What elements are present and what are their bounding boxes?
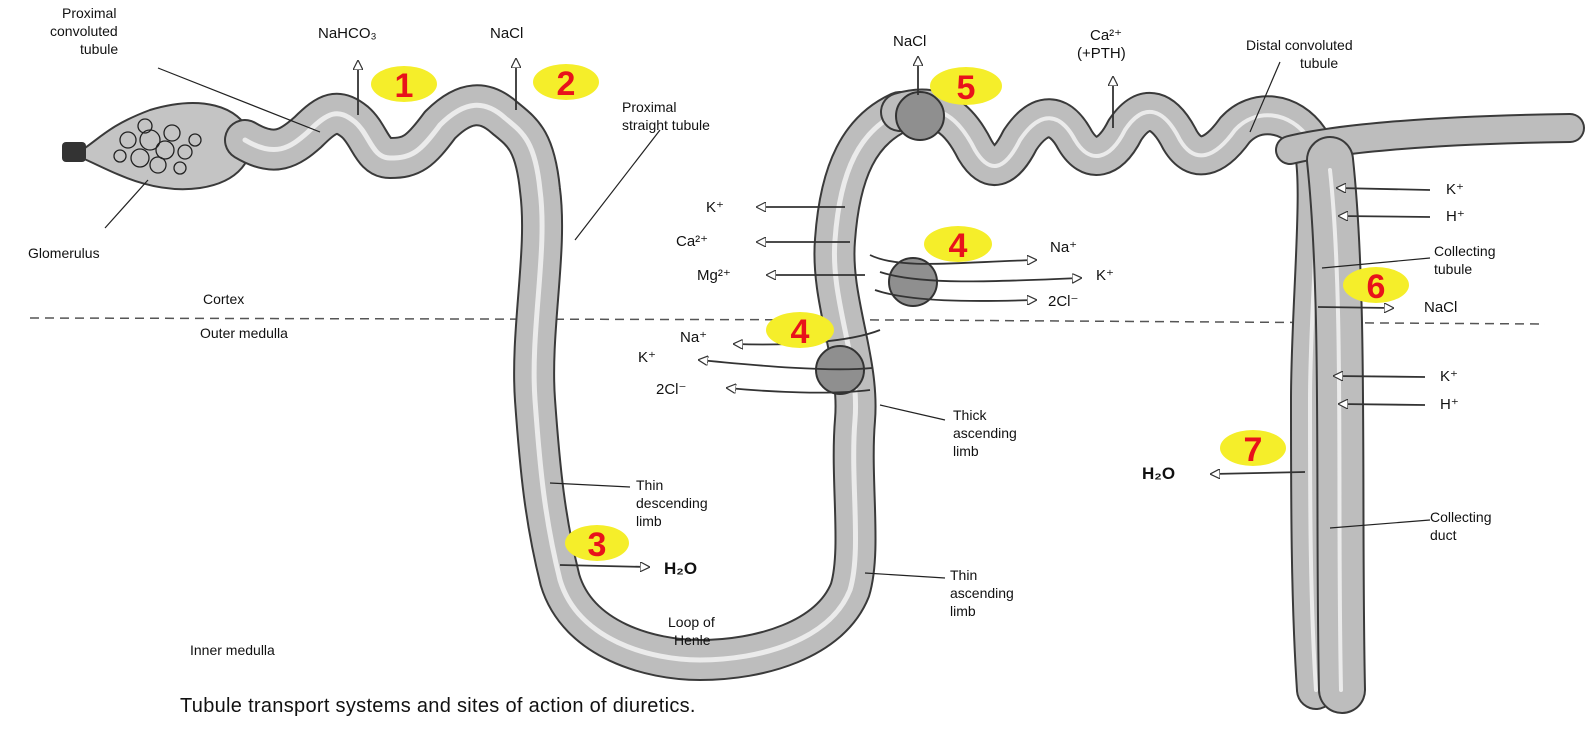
arrow-h2o-7 <box>1212 472 1306 474</box>
arrow-cl-upper <box>874 289 1035 301</box>
site-badge-5: 5 <box>930 67 1002 107</box>
ion-na-lower: Na⁺ <box>680 329 707 346</box>
label-collecting-duct-1: Collecting <box>1430 509 1491 525</box>
svg-text:4: 4 <box>949 227 968 265</box>
site-badge-6: 6 <box>1343 267 1409 306</box>
label-loop-of-henle-1: Loop of <box>668 614 715 630</box>
transport-arrows <box>358 58 1431 567</box>
ion-k-ct2: K⁺ <box>1440 368 1458 385</box>
label-cortex: Cortex <box>203 291 244 307</box>
arrow-nacl-6 <box>1317 307 1392 308</box>
ion-labels: NaHCO₃ NaCl NaCl Ca²⁺ (+PTH) K⁺ Ca²⁺ Mg²… <box>318 25 1465 578</box>
ion-k-lower: K⁺ <box>638 349 656 366</box>
svg-text:5: 5 <box>957 69 976 107</box>
arrow-cl-lower <box>728 388 871 393</box>
label-thick-ascending-3: limb <box>953 443 979 459</box>
afferent-arteriole <box>62 142 86 162</box>
site-badge-3: 3 <box>565 525 629 564</box>
ion-nacl-2: NaCl <box>490 25 523 42</box>
ion-pth: (+PTH) <box>1077 45 1126 62</box>
ion-k-ct1: K⁺ <box>1446 181 1464 198</box>
site-badge-4-upper: 4 <box>924 226 992 265</box>
transporter-thick-ascending-upper <box>888 257 938 307</box>
label-thick-ascending-1: Thick <box>953 407 987 423</box>
leader-lines <box>104 61 1431 579</box>
label-proximal-convoluted-3: tubule <box>80 41 118 57</box>
label-proximal-convoluted-1: Proximal <box>62 5 116 21</box>
cortex-medulla-boundary-right <box>899 319 1546 325</box>
label-thick-ascending-2: ascending <box>953 425 1017 441</box>
ion-h2o-7: H₂O <box>1142 464 1175 483</box>
tubule-system <box>62 84 1585 714</box>
svg-text:7: 7 <box>1244 431 1263 469</box>
label-glomerulus: Glomerulus <box>28 245 100 261</box>
label-loop-of-henle-2: Henle <box>674 632 711 648</box>
ion-h-ct1: H⁺ <box>1446 208 1465 225</box>
label-thin-ascending-3: limb <box>950 603 976 619</box>
svg-text:2: 2 <box>557 65 576 103</box>
site-badge-4-lower: 4 <box>766 312 834 351</box>
label-thin-descending-1: Thin <box>636 477 663 493</box>
ion-cl-lower: 2Cl⁻ <box>656 381 686 398</box>
ion-ca-left: Ca²⁺ <box>676 233 708 250</box>
ion-nacl-5: NaCl <box>893 33 926 50</box>
label-collecting-tubule-2: tubule <box>1434 261 1472 277</box>
site-badge-7: 7 <box>1220 430 1286 469</box>
svg-text:6: 6 <box>1367 268 1386 306</box>
label-distal-convoluted-2: tubule <box>1300 55 1338 71</box>
arrow-na-upper <box>869 254 1035 264</box>
ion-cl-upper: 2Cl⁻ <box>1048 293 1078 310</box>
figure-caption: Tubule transport systems and sites of ac… <box>180 695 696 717</box>
ion-nacl-6: NaCl <box>1424 299 1457 316</box>
transporter-distal <box>895 91 945 141</box>
ion-h2o-3: H₂O <box>664 559 697 578</box>
label-thin-ascending-2: ascending <box>950 585 1014 601</box>
site-badges: 1 2 3 4 4 5 6 7 <box>371 64 1409 564</box>
ion-mg-left: Mg²⁺ <box>697 267 731 284</box>
svg-text:3: 3 <box>588 526 607 564</box>
arrow-k-in-1 <box>1338 188 1431 190</box>
arrow-h2o-3 <box>559 565 648 567</box>
ion-h-ct2: H⁺ <box>1440 396 1459 413</box>
label-outer-medulla: Outer medulla <box>200 325 288 341</box>
svg-text:1: 1 <box>395 67 414 105</box>
label-collecting-duct-2: duct <box>1430 527 1457 543</box>
label-thin-descending-3: limb <box>636 513 662 529</box>
site-badge-1: 1 <box>371 66 437 105</box>
structure-labels: Proximal convoluted tubule Glomerulus Pr… <box>28 5 1495 658</box>
label-proximal-convoluted-2: convoluted <box>50 23 118 39</box>
label-distal-convoluted-1: Distal convoluted <box>1246 37 1353 53</box>
arrow-k-lower <box>700 360 873 371</box>
ion-nahco3: NaHCO₃ <box>318 25 377 42</box>
label-proximal-straight-2: straight tubule <box>622 117 710 133</box>
glomerulus-capillary-tuft <box>113 118 202 175</box>
label-inner-medulla: Inner medulla <box>190 642 275 658</box>
ion-na-upper: Na⁺ <box>1050 239 1077 256</box>
arrow-h-in-1 <box>1340 216 1431 217</box>
site-badge-2: 2 <box>533 64 599 103</box>
arrow-h-in-2 <box>1340 404 1426 405</box>
ion-k-upper: K⁺ <box>1096 267 1114 284</box>
arrow-k-in-2 <box>1335 376 1426 377</box>
cortex-medulla-boundary-left <box>29 317 901 321</box>
label-thin-descending-2: descending <box>636 495 708 511</box>
label-thin-ascending-1: Thin <box>950 567 977 583</box>
ion-k-left: K⁺ <box>706 199 724 216</box>
arrow-k-upper <box>879 271 1080 281</box>
label-proximal-straight-1: Proximal <box>622 99 676 115</box>
ion-ca-pth: Ca²⁺ <box>1090 27 1122 44</box>
label-collecting-tubule-1: Collecting <box>1434 243 1495 259</box>
svg-text:4: 4 <box>791 313 810 351</box>
